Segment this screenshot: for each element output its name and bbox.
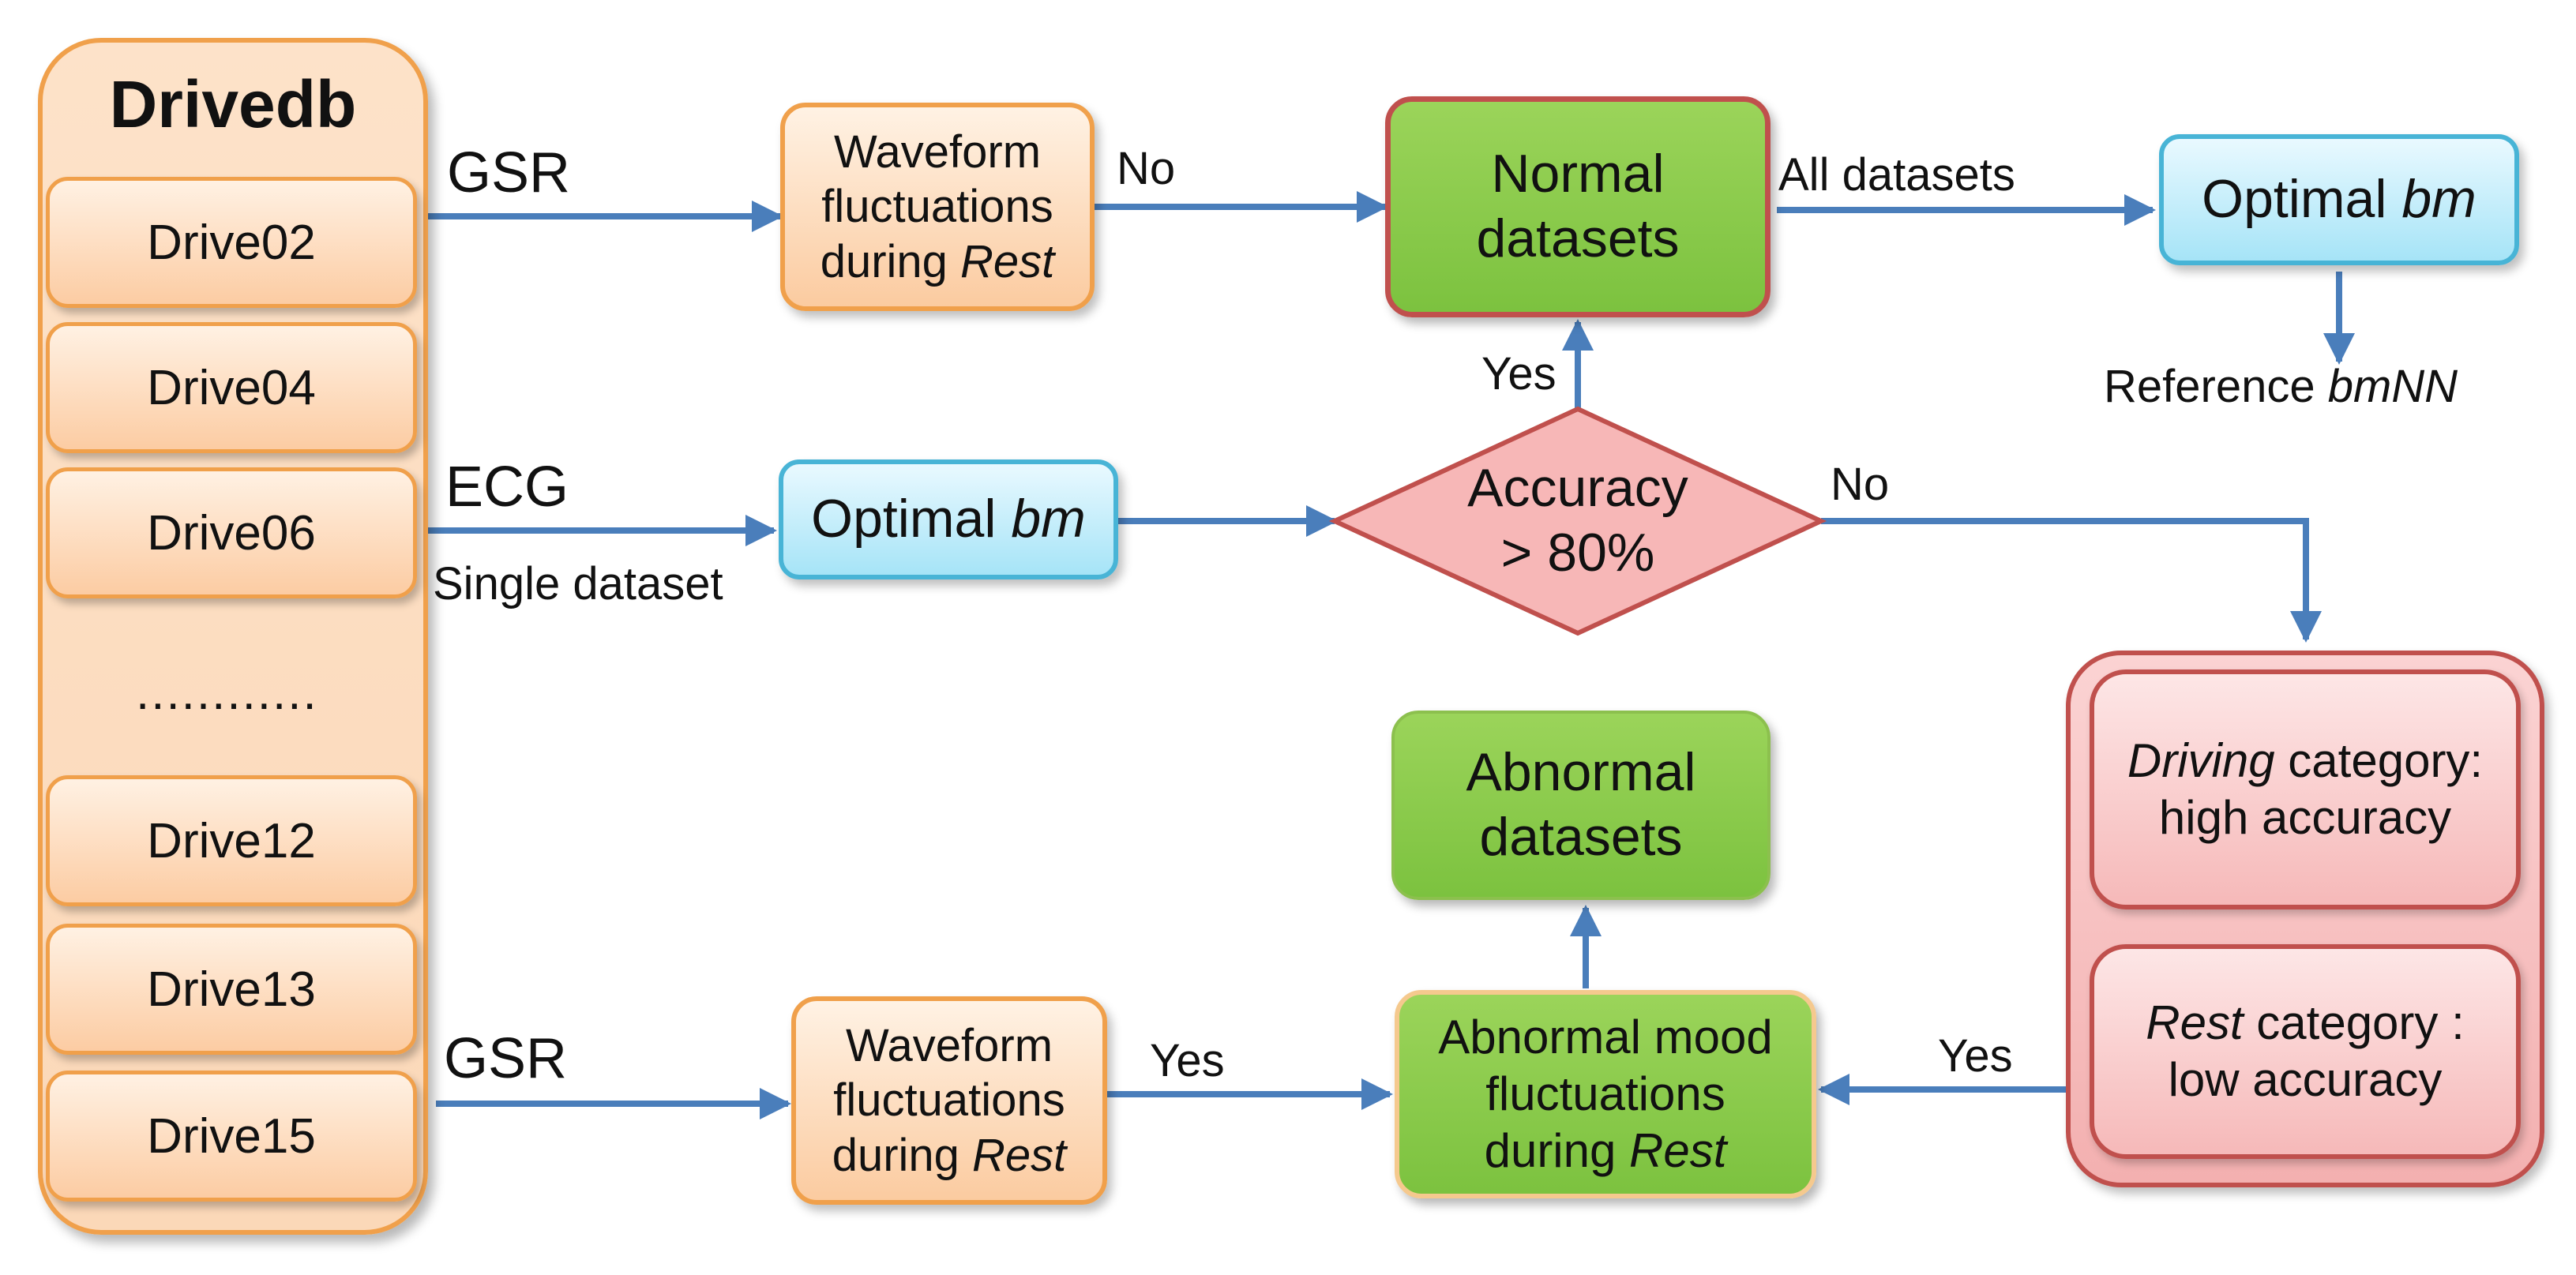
label-yes-accuracy: Yes [1481, 348, 1556, 399]
label-ecg: ECG [445, 456, 569, 519]
waveform-line1: Waveform [833, 126, 1042, 178]
drive-ellipsis: ............ [136, 666, 318, 720]
waveform-line2: fluctuations [821, 181, 1053, 233]
waveform-line1: Waveform [845, 1019, 1053, 1071]
drive-label: Drive04 [147, 360, 316, 415]
label-no-top: No [1117, 143, 1176, 194]
abnormal-mood-box: Abnormal mood fluctuations during Rest [1395, 990, 1816, 1198]
drive-item: Drive12 [46, 775, 417, 906]
waveform-line3: during Rest [820, 235, 1055, 287]
drive-item: Drive02 [46, 177, 417, 308]
drive-label: Drive06 [147, 505, 316, 561]
label-gsr-top: GSR [447, 141, 571, 204]
normal-datasets-box: Normal datasets [1385, 96, 1771, 317]
drive-item: Drive15 [46, 1071, 417, 1202]
drive-item: Drive06 [46, 467, 417, 598]
optimal-right-text: Optimal bm [2202, 169, 2476, 230]
label-single-dataset: Single dataset [433, 558, 723, 609]
optimal-bm-right-box: Optimal bm [2159, 134, 2519, 265]
abnormal-line2: datasets [1479, 807, 1683, 867]
accuracy-diamond [1328, 406, 1827, 636]
rest-line1: Rest category : [2146, 996, 2465, 1049]
label-yes-right: Yes [1938, 1030, 2013, 1082]
driving-line1: Driving category: [2127, 734, 2484, 787]
drivedb-title: Drivedb [109, 67, 357, 141]
mood-line1: Abnormal mood [1438, 1011, 1773, 1063]
driving-line2: high accuracy [2158, 791, 2452, 844]
drive-label: Drive15 [147, 1108, 316, 1164]
optimal-mid-text: Optimal bm [811, 489, 1086, 549]
driving-category-box: Driving category: high accuracy [2090, 669, 2521, 909]
optimal-bm-mid-box: Optimal bm [779, 459, 1118, 579]
waveform-top-box: Waveform fluctuations during Rest [780, 103, 1095, 311]
accuracy-text: Accuracy > 80% [1382, 458, 1774, 584]
label-all-datasets: All datasets [1778, 149, 2015, 201]
waveform-line2: fluctuations [833, 1074, 1065, 1127]
normal-line2: datasets [1476, 208, 1680, 268]
drive-label: Drive02 [147, 215, 316, 270]
abnormal-line1: Abnormal [1466, 742, 1696, 803]
abnormal-datasets-box: Abnormal datasets [1391, 711, 1771, 900]
rest-category-box: Rest category : low accuracy [2090, 944, 2521, 1159]
label-gsr-bottom: GSR [444, 1027, 568, 1090]
waveform-line3: during Rest [832, 1129, 1067, 1181]
accuracy-line1: Accuracy [1467, 458, 1688, 519]
arrow-no-category [1821, 518, 2322, 643]
drive-item: Drive04 [46, 322, 417, 453]
label-no-accuracy: No [1831, 459, 1890, 510]
drive-item: Drive13 [46, 924, 417, 1055]
mood-line3: during Rest [1484, 1124, 1727, 1177]
accuracy-line2: > 80% [1500, 523, 1655, 583]
waveform-bottom-box: Waveform fluctuations during Rest [791, 996, 1107, 1205]
drive-label: Drive13 [147, 962, 316, 1017]
rest-line2: low accuracy [2168, 1053, 2443, 1106]
drive-label: Drive12 [147, 813, 316, 868]
normal-line1: Normal [1491, 144, 1665, 204]
label-yes-bottom: Yes [1150, 1035, 1225, 1086]
mood-line2: fluctuations [1485, 1067, 1725, 1120]
label-reference: Reference bmNN [2104, 361, 2458, 412]
